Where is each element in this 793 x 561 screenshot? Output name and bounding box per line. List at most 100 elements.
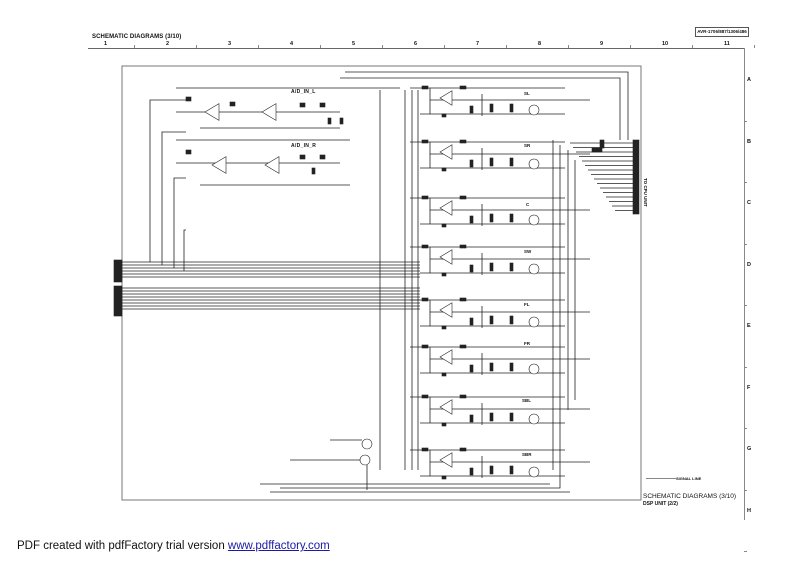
capacitor bbox=[489, 262, 494, 272]
capacitor bbox=[489, 465, 494, 475]
capacitor bbox=[469, 467, 474, 476]
resistor bbox=[299, 102, 306, 108]
resistor bbox=[421, 394, 429, 399]
column-number: 6 bbox=[414, 41, 418, 47]
signal-line-legend-label: SIGNAL LINE bbox=[676, 476, 702, 481]
capacitor bbox=[469, 159, 474, 168]
capacitor bbox=[469, 317, 474, 326]
resistor bbox=[319, 102, 326, 108]
row-letter: F bbox=[747, 384, 751, 391]
left-connector bbox=[113, 259, 123, 283]
ad-in-l-label: A/D_IN_L bbox=[291, 89, 316, 95]
column-tick bbox=[320, 45, 321, 48]
border-frame bbox=[121, 65, 642, 501]
capacitor bbox=[469, 264, 474, 273]
channel-label-sbl: SBL bbox=[522, 398, 531, 403]
channel-label-fl: FL bbox=[524, 302, 530, 307]
resistor bbox=[459, 195, 467, 200]
resistor bbox=[459, 139, 467, 144]
channel-label-sbr: SBR bbox=[522, 452, 532, 457]
capacitor bbox=[509, 465, 514, 475]
column-number: 4 bbox=[290, 41, 294, 47]
capacitor bbox=[509, 157, 514, 167]
transistor-channel bbox=[528, 104, 540, 116]
input-wire bbox=[173, 177, 186, 268]
bottom-bus-wire bbox=[280, 420, 561, 489]
header-title: SCHEMATIC DIAGRAMS (3/10) bbox=[92, 34, 182, 40]
column-tick bbox=[692, 45, 693, 48]
column-number: 3 bbox=[228, 41, 232, 47]
top-ruler bbox=[88, 48, 744, 49]
channel-label-c: C bbox=[526, 202, 530, 207]
column-tick bbox=[134, 45, 135, 48]
capacitor bbox=[469, 364, 474, 373]
resistor bbox=[421, 244, 429, 249]
op-amp-channel bbox=[439, 249, 453, 265]
resistor bbox=[299, 154, 306, 160]
row-tick bbox=[744, 120, 747, 122]
channel-label-sl: SL bbox=[524, 91, 530, 96]
column-tick bbox=[754, 45, 755, 48]
capacitor bbox=[339, 117, 344, 125]
transistor-channel bbox=[528, 263, 540, 275]
transistor-channel bbox=[528, 214, 540, 226]
resistor bbox=[441, 475, 447, 480]
capacitor bbox=[509, 412, 514, 422]
column-tick bbox=[258, 45, 259, 48]
resistor bbox=[459, 85, 467, 90]
column-number: 9 bbox=[600, 41, 604, 47]
op-amp-channel bbox=[439, 349, 453, 365]
transistor-channel bbox=[528, 466, 540, 478]
resistor bbox=[421, 344, 429, 349]
capacitor bbox=[489, 412, 494, 422]
pdffactory-link[interactable]: www.pdffactory.com bbox=[227, 540, 330, 552]
ad-in-r-label: A/D_IN_R bbox=[291, 143, 317, 149]
footer-subtitle: DSP UNIT (2/2) bbox=[643, 501, 678, 507]
capacitor bbox=[469, 215, 474, 224]
capacitor bbox=[469, 105, 474, 114]
row-letter: C bbox=[747, 200, 751, 206]
op-amp-channel bbox=[439, 200, 453, 216]
input-wire bbox=[161, 131, 186, 265]
channel-label-sr: SR bbox=[524, 143, 531, 148]
signal-line-legend-swatch bbox=[646, 478, 676, 479]
footer-title: SCHEMATIC DIAGRAMS (3/10) bbox=[643, 493, 737, 500]
resistor bbox=[441, 372, 447, 377]
row-letter: B bbox=[747, 138, 751, 145]
transistor-channel bbox=[528, 158, 540, 170]
channel-label-sw: SW bbox=[524, 249, 532, 254]
row-letter: G bbox=[747, 446, 752, 452]
resistor bbox=[421, 195, 429, 200]
column-tick bbox=[568, 45, 569, 48]
op-amp-ad-l-1 bbox=[204, 103, 220, 121]
capacitor bbox=[327, 117, 332, 125]
resistor bbox=[459, 447, 467, 452]
resistor bbox=[441, 113, 447, 118]
mute-transistor-2 bbox=[359, 454, 371, 466]
component bbox=[599, 139, 605, 149]
column-tick bbox=[444, 45, 445, 48]
mute-transistor-1 bbox=[361, 438, 373, 450]
capacitor bbox=[509, 362, 514, 372]
capacitor bbox=[509, 213, 514, 223]
op-amp-channel bbox=[439, 90, 453, 106]
channel-label-fr: FR bbox=[524, 341, 530, 346]
resistor bbox=[421, 447, 429, 452]
op-amp-ad-r-2 bbox=[264, 156, 280, 174]
resistor bbox=[459, 344, 467, 349]
capacitor bbox=[509, 315, 514, 325]
column-number: 7 bbox=[476, 41, 480, 47]
capacitor bbox=[489, 362, 494, 372]
op-amp-channel bbox=[439, 399, 453, 415]
resistor bbox=[421, 139, 429, 144]
transistor-channel bbox=[528, 316, 540, 328]
pdf-footer-text: PDF created with pdfFactory trial versio… bbox=[17, 540, 228, 552]
input-wire bbox=[149, 99, 186, 262]
column-tick bbox=[382, 45, 383, 48]
column-number: 1 bbox=[104, 41, 108, 47]
column-number: 8 bbox=[538, 41, 542, 47]
column-tick bbox=[196, 45, 197, 48]
resistor bbox=[421, 297, 429, 302]
row-tick bbox=[744, 182, 747, 183]
column-number: 2 bbox=[166, 41, 170, 47]
